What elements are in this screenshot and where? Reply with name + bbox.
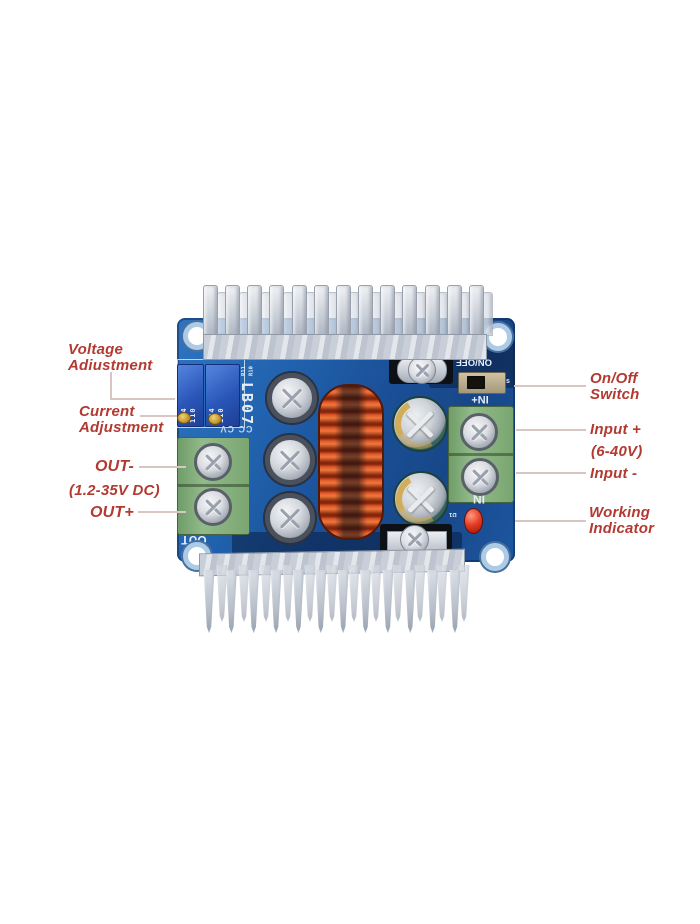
heatsink-fin xyxy=(269,285,285,337)
filter-capacitor xyxy=(390,468,452,530)
leader-voltage-adjustment xyxy=(110,398,175,400)
heatsink-fin xyxy=(203,285,218,337)
label-out-plus: OUT+ xyxy=(90,504,134,521)
label-on-off-switch: On/Off Switch xyxy=(590,370,640,403)
heatsink-fin xyxy=(313,285,329,337)
heatsink-fin xyxy=(326,565,338,622)
heatsink-fins-front-row xyxy=(201,570,463,633)
leader-out-minus xyxy=(139,466,186,468)
label-voltage-adjustment: Voltage Adiustment xyxy=(68,341,153,374)
electrolytic-capacitor xyxy=(265,493,315,543)
pcb-board: 104 110 104 110 R11 R10 LB07 CC CV ON/OF… xyxy=(177,318,515,571)
heatsink-fins-front-row xyxy=(203,285,484,337)
bottom-heatsink xyxy=(199,548,470,635)
screw-slot-cross xyxy=(202,451,224,473)
label-input-minus: Input - xyxy=(590,465,638,482)
trimmer-adjust-screw xyxy=(177,412,191,424)
leader-input-plus xyxy=(516,429,586,431)
silkscreen-resistor-labels: R11 R10 xyxy=(241,366,255,376)
heatsink-fin xyxy=(270,570,282,633)
heatsink-fin xyxy=(216,565,228,622)
screw-slot-cross xyxy=(468,421,490,443)
heatsink-fin xyxy=(358,285,374,337)
screw-slot-cross xyxy=(202,496,224,518)
silkscreen-switch-side: s xyxy=(506,378,510,385)
heatsink-fins-back-row xyxy=(214,565,472,622)
heatsink-fin xyxy=(458,565,470,622)
input-minus-terminal-screw xyxy=(461,458,499,496)
leader-out-plus xyxy=(138,511,186,513)
heatsink-fin xyxy=(380,285,396,337)
heatsink-fin xyxy=(436,565,448,622)
heatsink-fin xyxy=(348,565,360,622)
heatsink-fin xyxy=(248,570,260,633)
top-heatsink xyxy=(203,285,493,360)
heatsink-fin xyxy=(449,570,461,633)
heatsink-fin xyxy=(337,570,349,633)
leader-on-off-switch xyxy=(514,385,586,387)
leader-input-minus xyxy=(516,472,586,474)
heatsink-fin xyxy=(304,565,316,622)
leader-working-indicator xyxy=(515,520,586,522)
heatsink-fin xyxy=(370,565,382,622)
heatsink-fin xyxy=(360,570,371,633)
toroidal-inductor xyxy=(318,384,384,540)
label-output-voltage-range: (1.2-35V DC) xyxy=(69,482,160,499)
heatsink-fin xyxy=(402,285,418,337)
heatsink-fin xyxy=(468,285,484,337)
heatsink-fin xyxy=(238,565,250,622)
heatsink-fin xyxy=(427,570,439,633)
mounting-screw xyxy=(408,356,436,384)
heatsink-fin xyxy=(225,570,237,633)
capacitor-vent-cross xyxy=(403,481,438,516)
leader-current-adjustment xyxy=(140,415,177,417)
filter-capacitor xyxy=(389,393,451,455)
screw-slot-cross xyxy=(469,466,491,488)
silkscreen-in-plus: IN+ xyxy=(471,393,489,405)
heatsink-fin xyxy=(260,565,272,622)
out-minus-terminal-screw xyxy=(194,443,232,481)
screw-slot-cross xyxy=(405,530,423,548)
heatsink-fin xyxy=(291,285,307,337)
heatsink-fin xyxy=(424,285,440,337)
working-indicator-led xyxy=(464,508,483,534)
label-input-voltage-range: (6-40V) xyxy=(591,443,643,460)
leader-voltage-adjustment-vertical xyxy=(110,372,112,399)
electrolytic-capacitor xyxy=(265,435,315,485)
label-input-plus: Input + xyxy=(590,421,641,438)
heatsink-fin xyxy=(292,570,304,633)
heatsink-fin xyxy=(382,570,394,633)
label-current-adjustment: Current Adjustment xyxy=(79,403,164,436)
trimmer-adjust-screw xyxy=(208,413,222,425)
heatsink-fin xyxy=(315,570,327,633)
silkscreen-cc-cv: CC CV xyxy=(219,424,253,434)
capacitor-vent-cross xyxy=(402,406,437,441)
screw-slot-cross xyxy=(413,361,431,379)
heatsink-base-bar xyxy=(203,334,487,360)
silkscreen-model-lb07: LB07 xyxy=(238,382,256,427)
on-off-slide-switch xyxy=(458,372,506,394)
label-working-indicator: Working Indicator xyxy=(589,504,655,537)
heatsink-fin xyxy=(203,570,215,633)
switch-slider-knob xyxy=(467,376,485,389)
heatsink-fin xyxy=(225,285,241,337)
capacitor-vent-cross xyxy=(278,384,305,411)
heatsink-fin xyxy=(392,565,404,622)
electrolytic-capacitor xyxy=(267,373,317,423)
heatsink-fin xyxy=(335,285,351,337)
silkscreen-led-label: D1 xyxy=(449,511,457,517)
out-plus-terminal-screw xyxy=(194,488,232,526)
heatsink-fin xyxy=(404,570,416,633)
heatsink-fin xyxy=(247,285,263,337)
input-plus-terminal-screw xyxy=(460,413,498,451)
heatsink-fin xyxy=(414,565,426,622)
label-out-minus: OUT- xyxy=(95,458,135,475)
capacitor-vent-cross xyxy=(276,446,303,473)
capacitor-vent-cross xyxy=(276,504,303,531)
heatsink-fin xyxy=(282,565,294,622)
mounting-hole-bottom-right xyxy=(481,543,509,571)
heatsink-fin xyxy=(446,285,462,337)
